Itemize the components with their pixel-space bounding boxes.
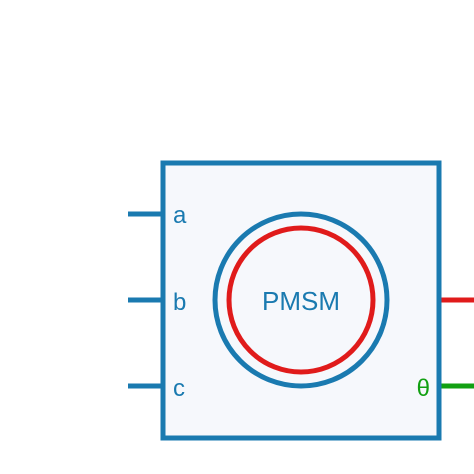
port-a-label: a [173,202,187,229]
port-theta-label: θ [417,375,430,402]
port-c-label: c [173,375,185,402]
port-b-label: b [173,289,186,316]
block-title: PMSM [262,286,340,316]
stator-ring [212,211,390,389]
rotor-ring [226,225,376,375]
pmsm-block[interactable] [160,160,442,441]
